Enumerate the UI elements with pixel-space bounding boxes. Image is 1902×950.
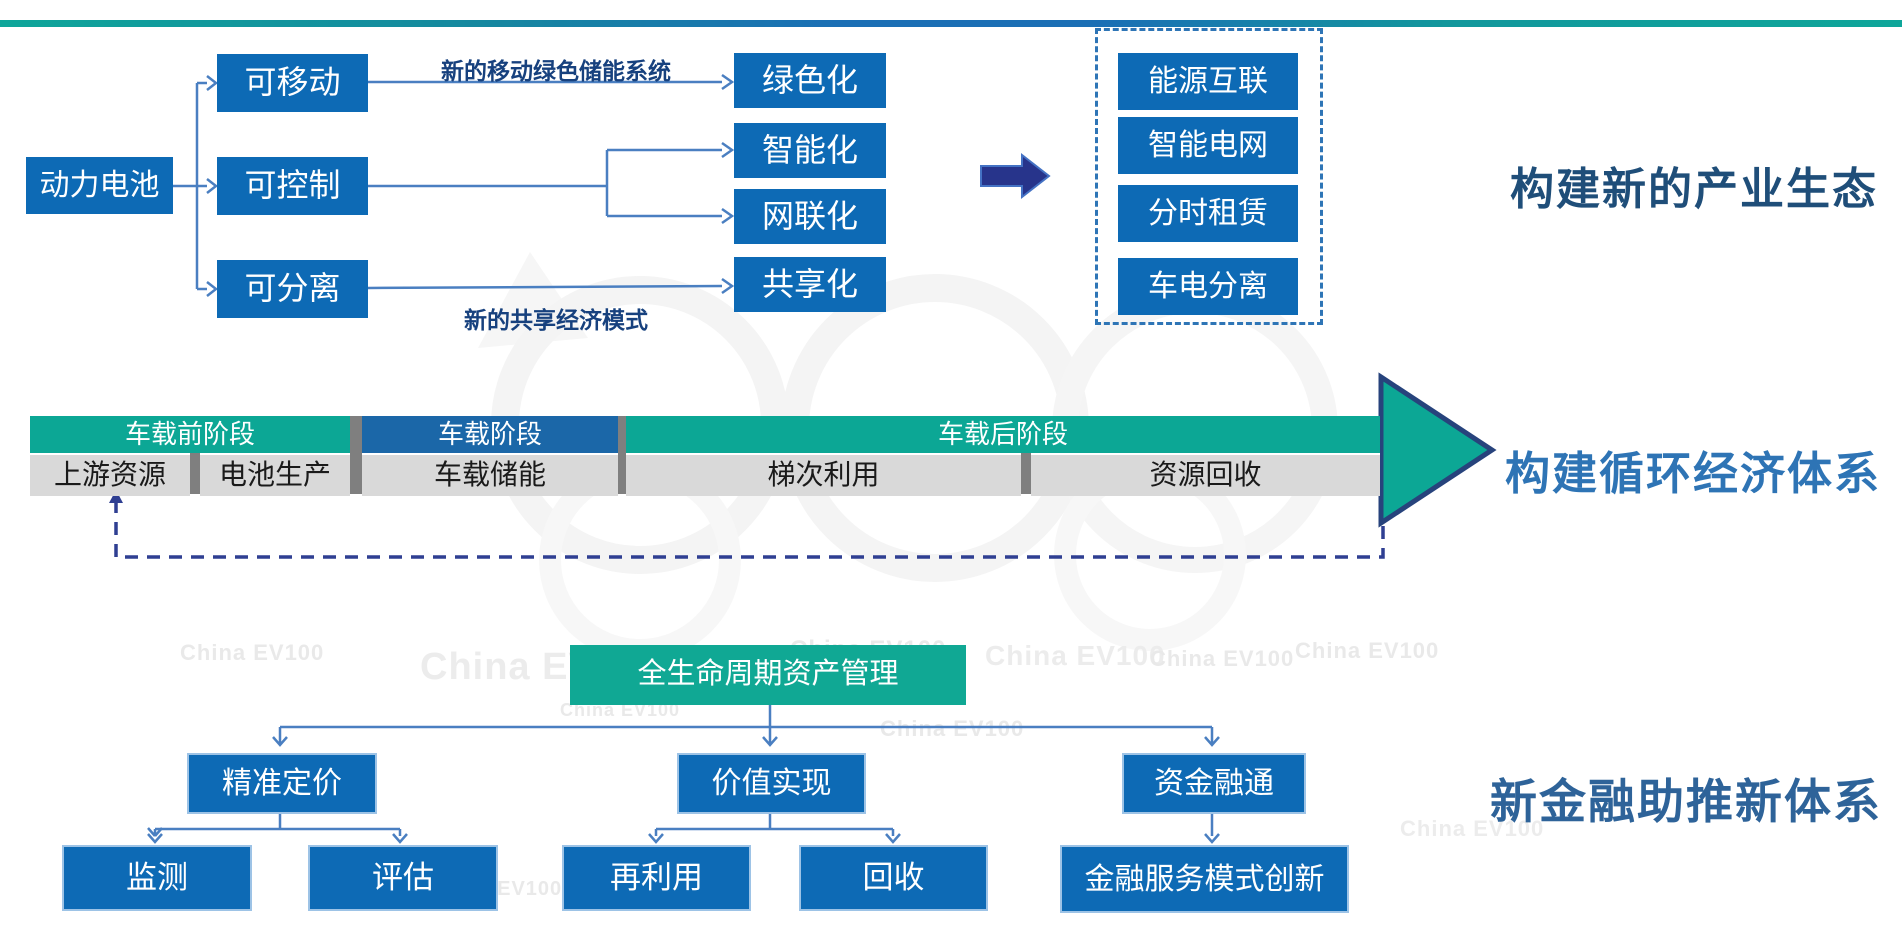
watermark-text: China EV100 [985,640,1166,671]
section-title-industry-ecosystem: 构建新的产业生态 [1510,165,1878,214]
cell-separator [1021,453,1031,494]
stage-onboard-storage-cell: 车载储能 [362,453,618,496]
edge-label-mobile-storage: 新的移动绿色储能系统 [441,58,671,84]
eco-energy-interconnect-box: 能源互联 [1118,53,1298,110]
big-transform-arrow-icon [980,152,1051,200]
phase-header-pre-vehicle: 车载前阶段 [30,416,350,453]
stage-echelon-use-cell: 梯次利用 [626,453,1021,496]
leaf-financial-service-innovation-box: 金融服务模式创新 [1060,845,1349,913]
outcome-connected-box: 网联化 [734,189,886,244]
cycle-bar-arrowhead-icon [1378,372,1497,528]
section-title-new-finance: 新金融助推新体系 [1490,775,1882,828]
branch-value-realization-box: 价值实现 [677,753,866,814]
leaf-evaluation-box: 评估 [308,845,498,911]
top-gradient-rule [0,20,1902,27]
edge-label-sharing-economy: 新的共享经济模式 [464,307,648,333]
stage-battery-production-cell: 电池生产 [200,453,350,496]
phase-header-on-vehicle: 车载阶段 [362,416,618,453]
lifecycle-asset-management-box: 全生命周期资产管理 [570,645,966,705]
stage-upstream-resources-cell: 上游资源 [30,453,190,496]
watermark-text: China EV100 [1150,646,1295,671]
eco-vehicle-battery-separation-box: 车电分离 [1118,258,1298,315]
power-battery-box: 动力电池 [26,157,173,214]
capability-movable-box: 可移动 [217,54,368,112]
watermark-text: China EV100 [180,640,325,665]
section-title-circular-economy: 构建循环经济体系 [1504,448,1881,499]
outcome-green-box: 绿色化 [734,53,886,108]
stage-resource-recycling-cell: 资源回收 [1031,453,1380,496]
leaf-recycle-box: 回收 [799,845,988,911]
phase-header-post-vehicle: 车载后阶段 [626,416,1380,453]
recycle-loop-dashed-arrow [109,490,1385,559]
ecosystem-dashed-frame [1095,28,1323,325]
eco-timeshare-rental-box: 分时租赁 [1118,185,1298,242]
watermark-text: China EV100 [880,716,1025,741]
leaf-reuse-box: 再利用 [562,845,751,911]
capability-separable-box: 可分离 [217,260,368,318]
phase-separator [618,416,626,494]
outcome-shared-box: 共享化 [734,257,886,312]
leaf-monitoring-box: 监测 [62,845,252,911]
outcome-intelligent-box: 智能化 [734,123,886,178]
capability-controllable-box: 可控制 [217,157,368,215]
cell-separator [190,453,200,494]
phase-separator [350,416,362,494]
branch-accurate-pricing-box: 精准定价 [187,753,377,814]
watermark-text: China EV100 [1295,638,1440,663]
eco-smart-grid-box: 智能电网 [1118,117,1298,174]
branch-financing-box: 资金融通 [1122,753,1306,814]
